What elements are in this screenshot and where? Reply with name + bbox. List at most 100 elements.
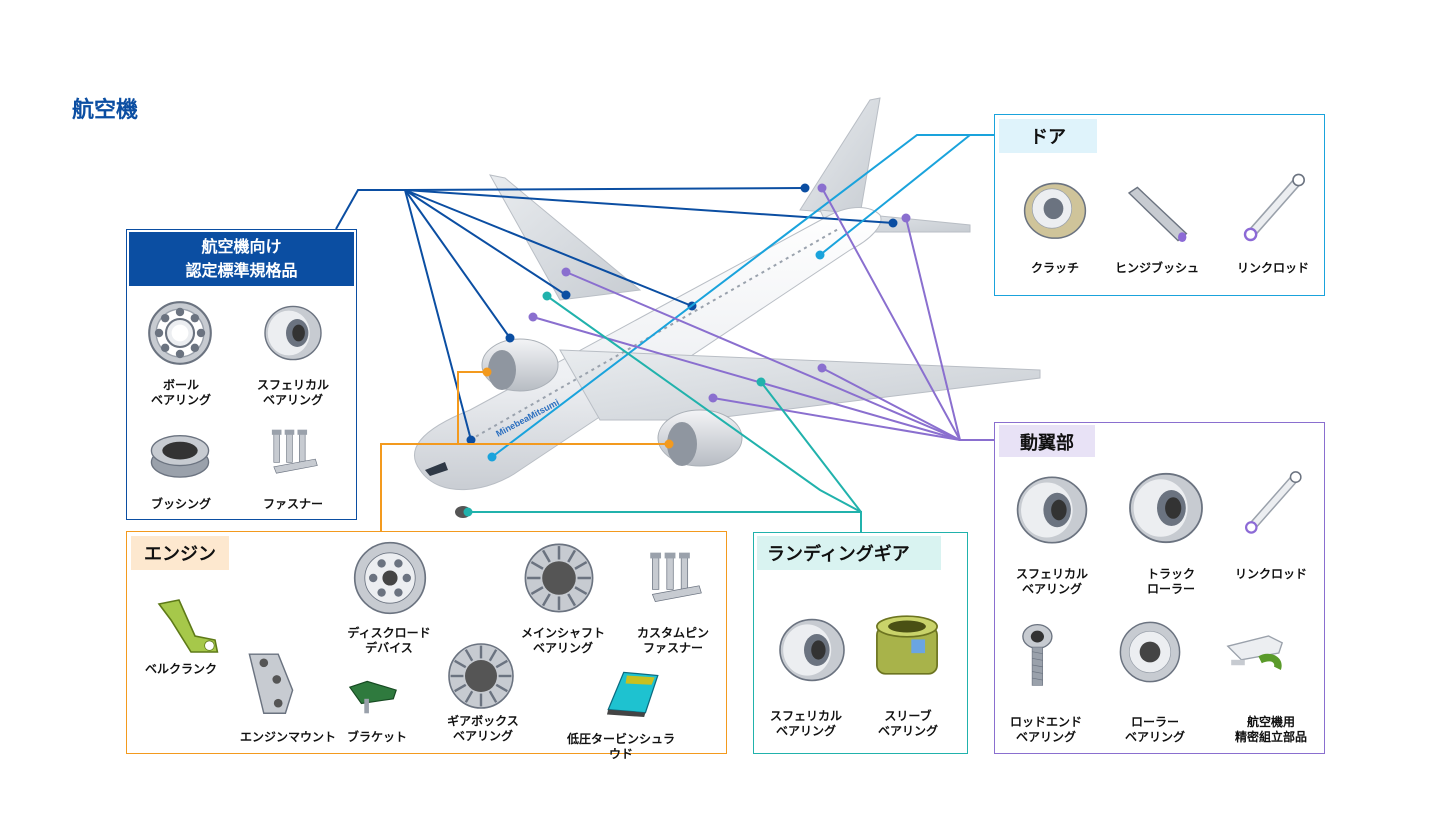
door-header: ドア xyxy=(999,119,1097,153)
connector-line xyxy=(404,189,472,441)
connector-line xyxy=(491,134,994,458)
page-title: 航空機 xyxy=(72,98,139,123)
connector-dot xyxy=(817,363,827,373)
ball-bearing-icon xyxy=(145,298,215,372)
fuselage xyxy=(414,207,882,490)
engine-header: エンジン xyxy=(131,536,229,570)
custom-pin-fastener-icon xyxy=(629,544,719,620)
connector-line xyxy=(404,189,567,296)
connector-dot xyxy=(664,439,674,449)
landing-gear-parts-box: ランディングギア スフェリカル ベアリング スリーブ ベアリング xyxy=(753,532,968,754)
connector-line xyxy=(457,371,487,444)
bushing-icon xyxy=(145,420,215,492)
item-label-disk-load-device: ディスクロード デバイス xyxy=(347,626,431,655)
item-label-track-roller: トラック ローラー xyxy=(1146,567,1195,596)
connector-line xyxy=(404,189,511,339)
connector-dot xyxy=(505,333,515,343)
roller-bearing-icon xyxy=(1113,613,1187,695)
connector-dot xyxy=(800,183,810,193)
item-label-sleeve-bearing: スリーブ ベアリング xyxy=(877,709,938,738)
connector-dot xyxy=(888,218,898,228)
far-wing xyxy=(489,174,642,301)
bell-crank-icon xyxy=(141,588,233,672)
item-label-bell-crank: ベルクランク xyxy=(144,662,217,676)
connector-dot xyxy=(463,507,473,517)
engine-mount-icon xyxy=(235,636,307,734)
connector-dot xyxy=(466,435,476,445)
connector-dot xyxy=(561,267,571,277)
connector-dot xyxy=(542,291,552,301)
connector-line xyxy=(905,217,961,441)
item-label-custom-pin-fastener: カスタムピン ファスナー xyxy=(636,626,709,655)
item-label-fastener: ファスナー xyxy=(262,497,323,511)
connector-line xyxy=(760,381,862,513)
connector-dot xyxy=(487,452,497,462)
item-label-roller-bearing: ローラー ベアリング xyxy=(1124,715,1185,744)
item-label-engine-mount: エンジンマウント xyxy=(239,730,336,744)
connector-line xyxy=(546,295,862,513)
disk-load-device-icon xyxy=(342,536,438,624)
precision-assembly-icon xyxy=(1191,619,1319,691)
flight-control-header: 動翼部 xyxy=(999,425,1095,457)
bracket-icon xyxy=(337,664,409,726)
connector-line xyxy=(819,134,971,256)
connector-dot xyxy=(901,213,911,223)
item-label-spherical-bearing: スフェリカル ベアリング xyxy=(1015,567,1088,596)
item-label-gearbox-bearing: ギアボックス ベアリング xyxy=(447,714,519,743)
near-wing xyxy=(559,349,1041,421)
door-parts-box: ドア クラッチ ヒンジブッシュ リンクロッド xyxy=(994,114,1325,296)
standard-parts-box: 航空機向け 認定標準規格品 ボール ベアリング スフェリカル ベアリング ブッシ… xyxy=(126,229,357,520)
standard-title-line1: 航空機向け xyxy=(201,237,282,256)
hinge-bush-icon xyxy=(1117,179,1197,253)
connector-dot xyxy=(482,367,492,377)
connector-dot xyxy=(561,290,571,300)
connector-line xyxy=(565,271,961,441)
item-label-spherical-bearing: スフェリカル ベアリング xyxy=(256,378,329,407)
main-shaft-bearing-icon xyxy=(511,536,607,624)
item-label-bracket: ブラケット xyxy=(346,730,407,744)
connector-dot xyxy=(756,377,766,387)
spherical-bearing-icon xyxy=(1009,467,1095,557)
track-roller-icon xyxy=(1121,463,1211,557)
link-rod-icon xyxy=(1233,165,1313,255)
spherical-bearing-icon xyxy=(772,605,852,699)
item-label-turbine-shroud: 低圧タービンシュラウド xyxy=(566,732,675,761)
item-label-link-rod: リンクロッド xyxy=(1234,567,1307,581)
item-label-precision-assembly: 航空機用 精密組立部品 xyxy=(1234,715,1307,744)
connector-line xyxy=(404,189,894,224)
connector-dot xyxy=(815,250,825,260)
connector-dot xyxy=(708,393,718,403)
standard-title-line2: 認定標準規格品 xyxy=(185,261,298,280)
fastener-icon xyxy=(257,422,329,490)
turbine-shroud-icon xyxy=(577,660,689,726)
standard-parts-header: 航空機向け 認定標準規格品 xyxy=(129,232,354,286)
connector-dot xyxy=(817,183,827,193)
engine-parts-box: エンジン ディスクロード デバイス メインシャフト ベアリング カスタムピン フ… xyxy=(126,531,727,761)
item-label-ball-bearing: ボール ベアリング xyxy=(150,378,211,407)
connector-line xyxy=(821,367,961,441)
vertical-tail xyxy=(799,97,881,216)
connector-line xyxy=(468,511,862,532)
item-label-clutch: クラッチ xyxy=(1030,261,1079,275)
link-rod-icon xyxy=(1235,461,1309,549)
connector-line xyxy=(380,443,669,531)
clutch-icon xyxy=(1017,167,1093,251)
item-label-bushing: ブッシング xyxy=(150,497,211,511)
rod-end-bearing-icon xyxy=(1011,605,1077,709)
item-label-rod-end-bearing: ロッドエンド ベアリング xyxy=(1009,715,1082,744)
item-label-main-shaft-bearing: メインシャフト ベアリング xyxy=(520,626,605,655)
sleeve-bearing-icon xyxy=(864,605,950,695)
item-label-hinge-bush: ヒンジブッシュ xyxy=(1114,261,1199,275)
connector-line xyxy=(712,397,961,441)
connector-dot xyxy=(528,312,538,322)
spherical-bearing-icon xyxy=(257,298,329,372)
item-label-spherical-bearing: スフェリカル ベアリング xyxy=(769,709,842,738)
item-label-link-rod: リンクロッド xyxy=(1236,261,1309,275)
connector-line xyxy=(335,187,806,230)
gearbox-bearing-icon xyxy=(439,636,523,720)
landing-gear-header: ランディングギア xyxy=(757,536,941,570)
flight-control-parts-box: 動翼部 スフェリカル ベアリング トラック ローラー リンクロッド ロッドエンド… xyxy=(994,422,1325,754)
connector-line xyxy=(404,189,693,307)
